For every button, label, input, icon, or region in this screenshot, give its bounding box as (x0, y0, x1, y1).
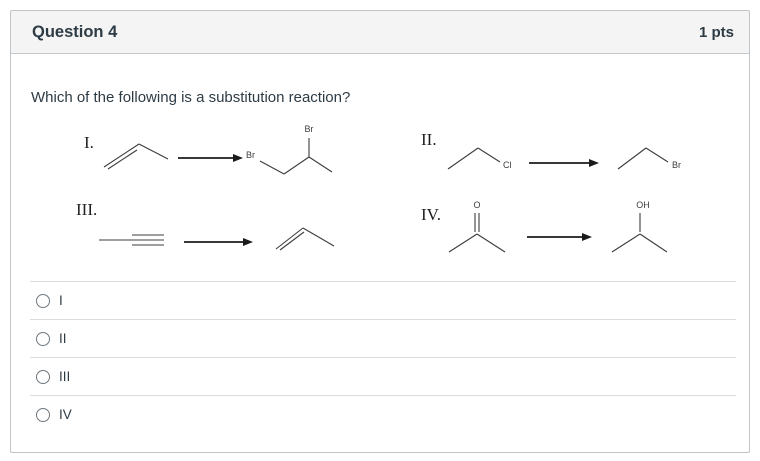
reaction-arrow (529, 159, 599, 167)
reaction-arrow (178, 154, 243, 162)
o-atom-label: O (473, 200, 480, 210)
molecule-chloroethane: Cl (447, 147, 512, 170)
answer-option-iii[interactable]: III (30, 357, 736, 395)
answer-options: I II III IV (30, 281, 736, 433)
radio-button[interactable] (36, 369, 50, 384)
molecule-bromoethane: Br (617, 147, 681, 170)
molecule-dibromopropane: Br Br (246, 124, 333, 175)
reaction-ii-label: II. (421, 130, 437, 149)
molecule-propene-product (275, 227, 335, 251)
points-badge: 1 pts (698, 23, 734, 41)
molecule-propene (103, 143, 169, 170)
br-atom-label: Br (672, 160, 681, 170)
option-label[interactable]: I (59, 293, 63, 308)
option-label[interactable]: II (59, 331, 67, 346)
answer-option-ii[interactable]: II (30, 319, 736, 357)
reaction-ii: II. Cl Br (421, 130, 681, 170)
radio-button[interactable] (36, 407, 50, 422)
answer-option-iv[interactable]: IV (30, 395, 736, 433)
reaction-iii: III. (76, 200, 335, 251)
oh-atom-label: OH (636, 200, 650, 210)
cl-atom-label: Cl (503, 160, 512, 170)
reaction-iv-label: IV. (421, 205, 441, 224)
radio-button[interactable] (36, 331, 50, 346)
br-atom-label: Br (305, 124, 314, 134)
radio-button[interactable] (36, 293, 50, 308)
answer-option-i[interactable]: I (30, 281, 736, 319)
molecule-acetone: O (448, 200, 506, 253)
option-label[interactable]: IV (59, 407, 72, 422)
option-label[interactable]: III (59, 369, 71, 384)
molecule-isopropanol: OH (611, 200, 668, 253)
reaction-arrow (527, 233, 592, 241)
molecule-propyne (99, 234, 164, 246)
question-header: Question 4 1 pts (11, 11, 749, 54)
question-text: Which of the following is a substitution… (31, 89, 351, 106)
question-title: Question 4 (32, 22, 118, 41)
reaction-i-label: I. (84, 133, 94, 152)
reaction-iii-label: III. (76, 200, 97, 219)
br-atom-label: Br (246, 150, 255, 160)
reaction-i: I. Br Br (84, 124, 333, 175)
question-card: Question 4 1 pts Which of the following … (10, 10, 750, 453)
reaction-figure: I. Br Br II. (76, 124, 681, 253)
reaction-iv: IV. O OH (421, 200, 668, 253)
reaction-arrow (184, 238, 253, 246)
